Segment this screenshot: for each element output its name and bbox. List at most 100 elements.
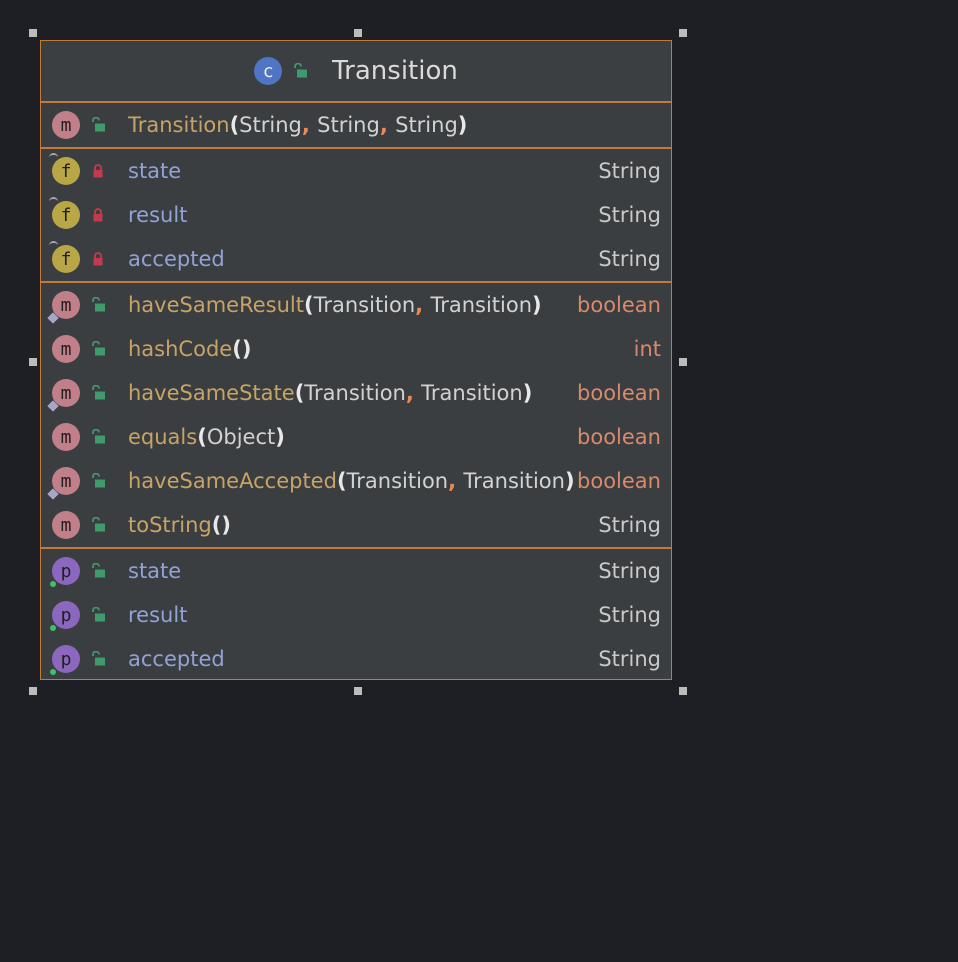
method-icon: m: [47, 379, 80, 412]
member-type: String: [598, 247, 661, 271]
field-row[interactable]: f state String: [41, 149, 671, 193]
member-name: haveSameResult: [128, 293, 304, 317]
member-name: Transition: [128, 113, 230, 137]
member-name: result: [128, 603, 188, 627]
resize-handle-top-left[interactable]: [29, 29, 37, 37]
resize-handle-bottom[interactable]: [354, 687, 362, 695]
public-lock-icon: [92, 651, 105, 666]
property-marker-icon: [50, 669, 56, 675]
member-type: String: [598, 159, 661, 183]
resize-handle-right[interactable]: [679, 358, 687, 366]
private-lock-icon: [93, 164, 103, 178]
field-icon: f: [49, 241, 80, 273]
final-marker-icon: [49, 153, 58, 161]
member-type: String: [598, 559, 661, 583]
param-type: Transition: [304, 381, 406, 405]
static-marker-icon: [47, 400, 59, 412]
member-type: boolean: [577, 381, 661, 405]
resize-handle-top[interactable]: [354, 29, 362, 37]
public-lock-icon: [92, 473, 105, 488]
param-separator: ,: [405, 381, 422, 405]
member-type: String: [598, 203, 661, 227]
resize-handle-top-right[interactable]: [679, 29, 687, 37]
close-paren: ): [532, 293, 542, 317]
method-icon: m: [52, 111, 80, 139]
open-paren: (: [232, 337, 242, 361]
class-header: c Transition: [41, 41, 671, 103]
class-icon: c: [254, 57, 283, 85]
member-params: (): [212, 513, 231, 537]
close-paren: ): [241, 337, 252, 361]
param-type: Transition: [463, 469, 565, 493]
public-lock-icon: [92, 341, 105, 356]
member-type: boolean: [577, 469, 661, 493]
property-marker-icon: [50, 625, 56, 631]
param-type: String: [317, 113, 380, 137]
member-name: hashCode: [128, 337, 233, 361]
final-marker-icon: [49, 197, 58, 205]
public-lock-icon: [92, 385, 105, 400]
close-paren: ): [457, 113, 468, 137]
member-name: state: [128, 559, 182, 583]
method-row[interactable]: m equals(Object) boolean: [41, 415, 671, 459]
property-marker-icon: [50, 581, 56, 587]
param-type: Object: [206, 425, 276, 449]
property-icon: p: [50, 645, 80, 675]
member-params: (Transition, Transition): [304, 293, 542, 317]
member-params: (Object): [197, 425, 285, 449]
param-separator: ,: [448, 469, 464, 493]
param-separator: ,: [301, 113, 318, 137]
member-type: boolean: [577, 425, 661, 449]
field-icon: f: [49, 197, 80, 229]
private-lock-icon: [93, 252, 103, 266]
member-name: state: [128, 159, 182, 183]
member-params: (Transition, Transition): [337, 469, 575, 493]
resize-handle-bottom-right[interactable]: [679, 687, 687, 695]
param-separator: ,: [415, 293, 431, 317]
static-marker-icon: [47, 488, 59, 500]
member-params: (Transition, Transition): [295, 381, 533, 405]
param-type: Transition: [313, 293, 416, 317]
member-params: (String, String, String): [230, 113, 468, 137]
open-paren: (: [197, 425, 207, 449]
method-icon: m: [52, 423, 80, 451]
public-lock-icon: [92, 117, 105, 132]
member-type: int: [633, 337, 661, 361]
private-lock-icon: [93, 208, 103, 222]
close-paren: ): [221, 513, 231, 537]
member-name: haveSameAccepted: [128, 469, 337, 493]
field-icon: f: [49, 153, 80, 185]
public-lock-icon: [92, 429, 105, 444]
param-type: String: [395, 113, 458, 137]
resize-handle-left[interactable]: [29, 358, 37, 366]
param-type: Transition: [421, 381, 523, 405]
member-name: equals: [128, 425, 198, 449]
method-icon: m: [47, 467, 80, 500]
close-paren: ): [564, 469, 575, 493]
open-paren: (: [336, 469, 347, 493]
final-marker-icon: [49, 241, 58, 249]
param-type: Transition: [430, 293, 533, 317]
open-paren: (: [229, 113, 240, 137]
member-type: String: [598, 513, 661, 537]
resize-handle-bottom-left[interactable]: [29, 687, 37, 695]
public-lock-icon: [294, 63, 308, 78]
static-marker-icon: [47, 312, 59, 324]
close-paren: ): [275, 425, 285, 449]
